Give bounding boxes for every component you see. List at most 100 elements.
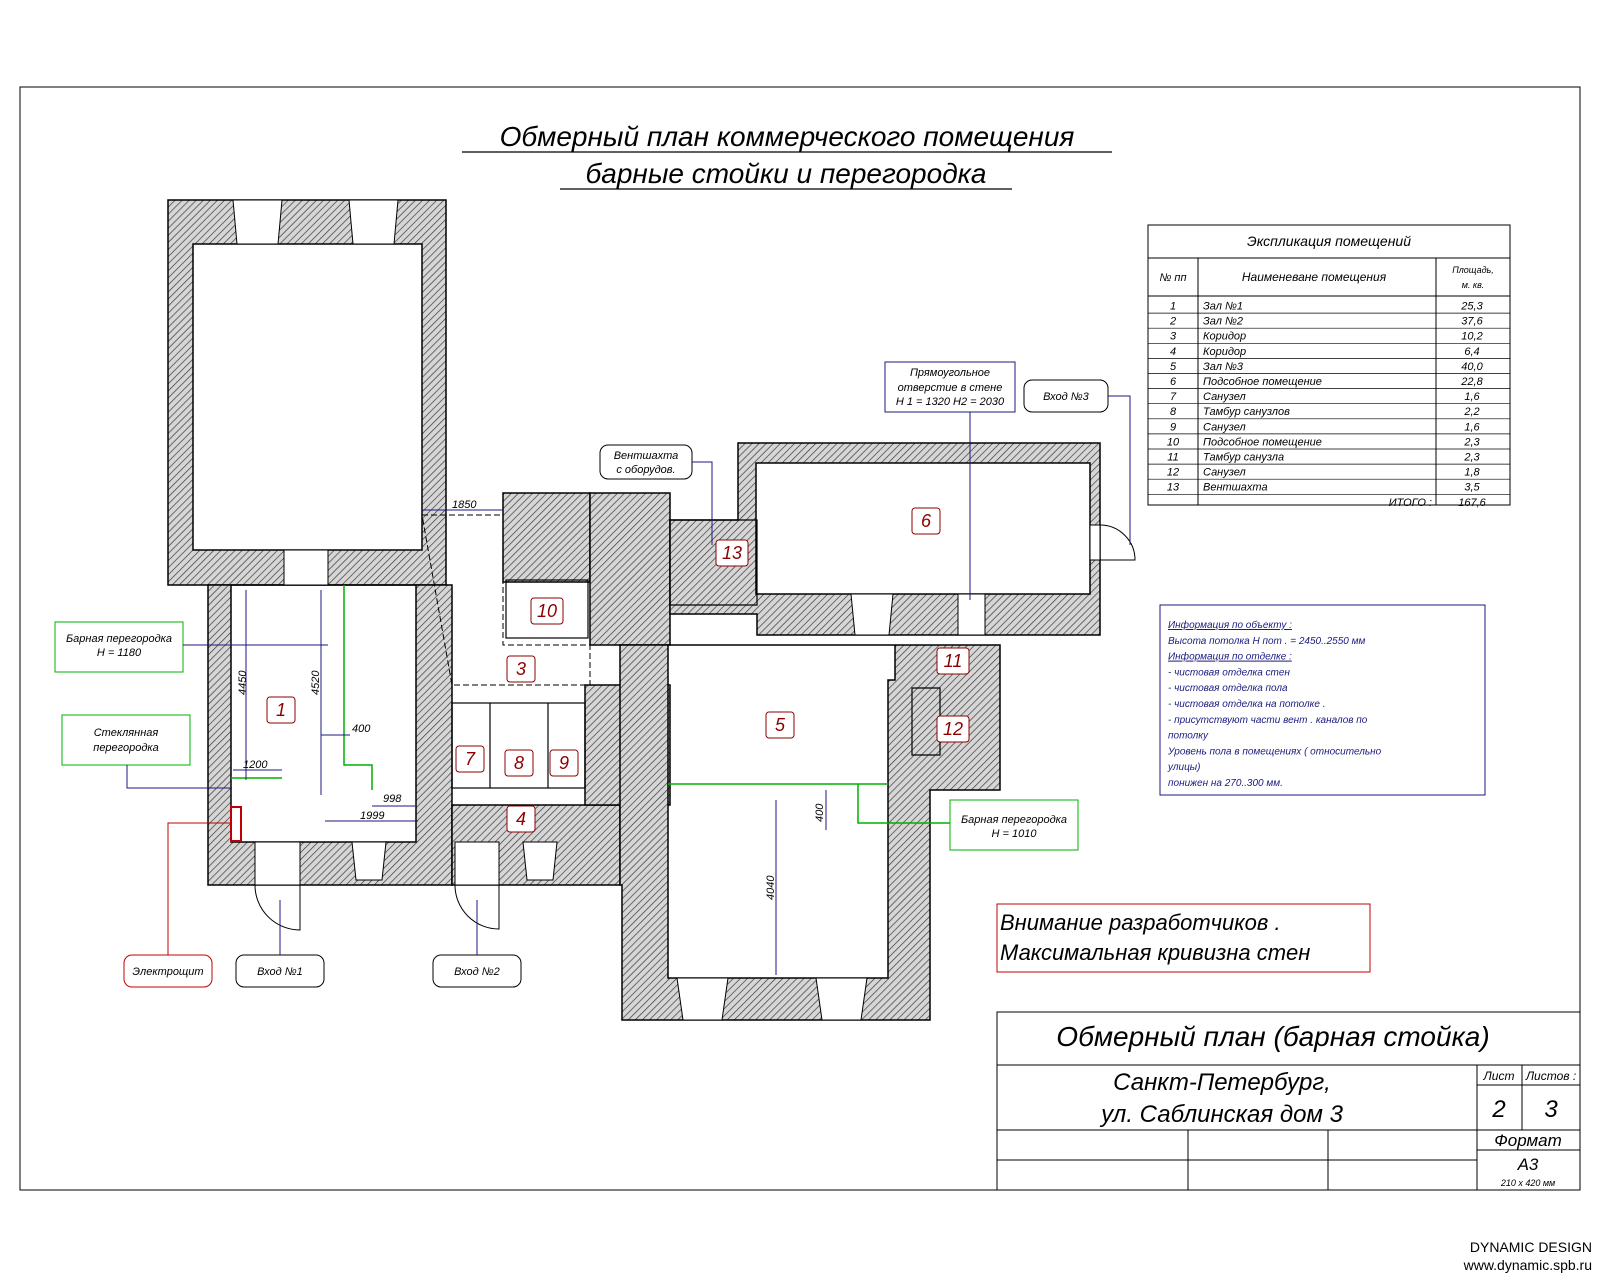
stamp-sheet-label: Лист bbox=[1483, 1069, 1515, 1083]
explication-cell-name: Коридор bbox=[1203, 331, 1246, 343]
svg-text:5: 5 bbox=[775, 715, 786, 735]
dim-1999: 1999 bbox=[360, 810, 384, 822]
electrical-panel bbox=[230, 806, 242, 842]
dim-4450: 4450 bbox=[237, 670, 249, 695]
stamp-format-label: Формат bbox=[1494, 1131, 1562, 1150]
room-label-3: 3 bbox=[506, 655, 536, 683]
svg-text:9: 9 bbox=[559, 753, 569, 773]
warning-box: Внимание разработчиков . Максимальная кр… bbox=[996, 903, 1371, 973]
room-label-6: 6 bbox=[911, 507, 941, 535]
title-line-1: Обмерный план коммерческого помещения bbox=[500, 121, 1075, 152]
explication-cell-num: 6 bbox=[1170, 376, 1177, 388]
explication-row: 7 Санузел 1,6 bbox=[1148, 391, 1510, 405]
dim-998: 998 bbox=[383, 793, 402, 805]
svg-text:4: 4 bbox=[516, 809, 526, 829]
room-labels: 1 3 4 5 6 7 8 9 10 11 12 13 bbox=[266, 507, 970, 833]
sheet-frame bbox=[19, 86, 1581, 1191]
footer-url: www.dynamic.spb.ru bbox=[1463, 1257, 1592, 1273]
explication-cell-area: 3,5 bbox=[1464, 482, 1480, 494]
explication-cell-area: 10,2 bbox=[1461, 331, 1482, 343]
stamp-sheet-number: 2 bbox=[1491, 1096, 1505, 1123]
explication-cell-area: 6,4 bbox=[1464, 346, 1479, 358]
stamp-format-size: 210 х 420 мм bbox=[1500, 1178, 1555, 1188]
svg-text:10: 10 bbox=[537, 601, 557, 621]
explication-cell-name: Подсобное помещение bbox=[1203, 376, 1322, 388]
dim-1850: 1850 bbox=[452, 499, 477, 511]
dim-400-b: 400 bbox=[814, 803, 826, 822]
explication-cell-area: 37,6 bbox=[1461, 316, 1483, 328]
title-block: Обмерный план (барная стойка) Санкт-Пете… bbox=[996, 1011, 1581, 1191]
explication-header-name: Наименеване помещения bbox=[1242, 270, 1387, 284]
explication-cell-area: 1,6 bbox=[1464, 391, 1480, 403]
explication-cell-name: Зал №2 bbox=[1203, 316, 1243, 328]
explication-cell-name: Подсобное помещение bbox=[1203, 436, 1322, 448]
info-line: - чистовая отделка пола bbox=[1168, 683, 1288, 694]
title-line-2: барные стойки и перегородка bbox=[586, 158, 987, 189]
explication-cell-name: Зал №3 bbox=[1203, 361, 1244, 373]
info-line: потолку bbox=[1168, 731, 1209, 742]
dim-1200: 1200 bbox=[243, 759, 268, 771]
svg-text:H 1 = 1320 H2 = 2030: H 1 = 1320 H2 = 2030 bbox=[896, 396, 1005, 408]
explication-cell-area: 1,8 bbox=[1464, 467, 1480, 479]
explication-total-value: 167,6 bbox=[1458, 497, 1486, 509]
svg-text:Прямоугольное: Прямоугольное bbox=[910, 367, 990, 379]
room-label-12: 12 bbox=[936, 715, 970, 743]
wall-room-5 bbox=[619, 644, 1001, 1021]
explication-cell-num: 9 bbox=[1170, 421, 1176, 433]
footer: DYNAMIC DESIGN www.dynamic.spb.ru bbox=[1464, 1238, 1592, 1274]
explication-cell-name: Санузел bbox=[1203, 421, 1246, 433]
svg-text:отверстие в стене: отверстие в стене bbox=[898, 382, 1003, 394]
explication-header-num: № пп bbox=[1159, 272, 1186, 284]
svg-text:Барная перегородка: Барная перегородка bbox=[961, 814, 1067, 826]
explication-cell-area: 2,2 bbox=[1463, 406, 1479, 418]
svg-text:перегородка: перегородка bbox=[93, 742, 158, 754]
room-label-5: 5 bbox=[765, 711, 795, 739]
explication-cell-name: Коридор bbox=[1203, 346, 1246, 358]
callout-entry-1: Вход №1 bbox=[235, 900, 325, 988]
room-label-1: 1 bbox=[266, 696, 296, 724]
svg-text:3: 3 bbox=[516, 659, 526, 679]
window-recesses bbox=[232, 199, 986, 1021]
explication-total-label: ИТОГО : bbox=[1389, 497, 1432, 509]
explication-cell-num: 1 bbox=[1170, 301, 1176, 313]
corridor-outline bbox=[421, 514, 591, 686]
door-swings bbox=[254, 524, 1136, 931]
explication-cell-num: 2 bbox=[1169, 316, 1176, 328]
explication-cell-name: Санузел bbox=[1203, 467, 1246, 479]
info-box: Информация по объекту :Высота потолка Н … bbox=[1159, 604, 1486, 796]
dimension-lines bbox=[233, 509, 827, 975]
plan-title: Обмерный план коммерческого помещения ба… bbox=[462, 121, 1112, 190]
stamp-title: Обмерный план (барная стойка) bbox=[1056, 1021, 1489, 1052]
svg-text:Стеклянная: Стеклянная bbox=[94, 727, 159, 739]
callout-entry-3: Вход №3 bbox=[1023, 379, 1131, 545]
bar-partitions bbox=[231, 585, 950, 824]
explication-table: Экспликация помещений № пп Наименеване п… bbox=[1147, 224, 1511, 509]
room-label-9: 9 bbox=[549, 749, 579, 777]
explication-cell-num: 5 bbox=[1170, 361, 1177, 373]
callout-bar-partition-1: Барная перегородка H = 1180 bbox=[54, 621, 328, 673]
warning-line-2: Максимальная кривизна стен bbox=[1000, 940, 1310, 965]
wall-upper-left bbox=[167, 199, 447, 586]
explication-title: Экспликация помещений bbox=[1247, 233, 1411, 249]
dimension-texts: 1850 4450 4520 400 1200 998 1999 400 404… bbox=[237, 499, 826, 900]
info-line: улицы) bbox=[1167, 762, 1201, 773]
wall-central-block-2 bbox=[589, 492, 671, 646]
stamp-format: А3 bbox=[1517, 1155, 1539, 1174]
walls bbox=[167, 199, 1136, 1021]
info-line: понижен на 270..300 мм. bbox=[1168, 778, 1283, 789]
explication-cell-name: Санузел bbox=[1203, 391, 1246, 403]
svg-text:8: 8 bbox=[514, 753, 524, 773]
callout-opening: Прямоугольное отверстие в стене H 1 = 13… bbox=[884, 361, 1016, 600]
info-line: Высота потолка Н пот . = 2450..2550 мм bbox=[1168, 636, 1366, 647]
explication-cell-name: Тамбур санузла bbox=[1203, 452, 1284, 464]
explication-cell-num: 12 bbox=[1167, 467, 1179, 479]
explication-header-area-2: м. кв. bbox=[1462, 280, 1485, 290]
callout-entry-2: Вход №2 bbox=[432, 900, 522, 988]
explication-cell-num: 7 bbox=[1170, 391, 1177, 403]
